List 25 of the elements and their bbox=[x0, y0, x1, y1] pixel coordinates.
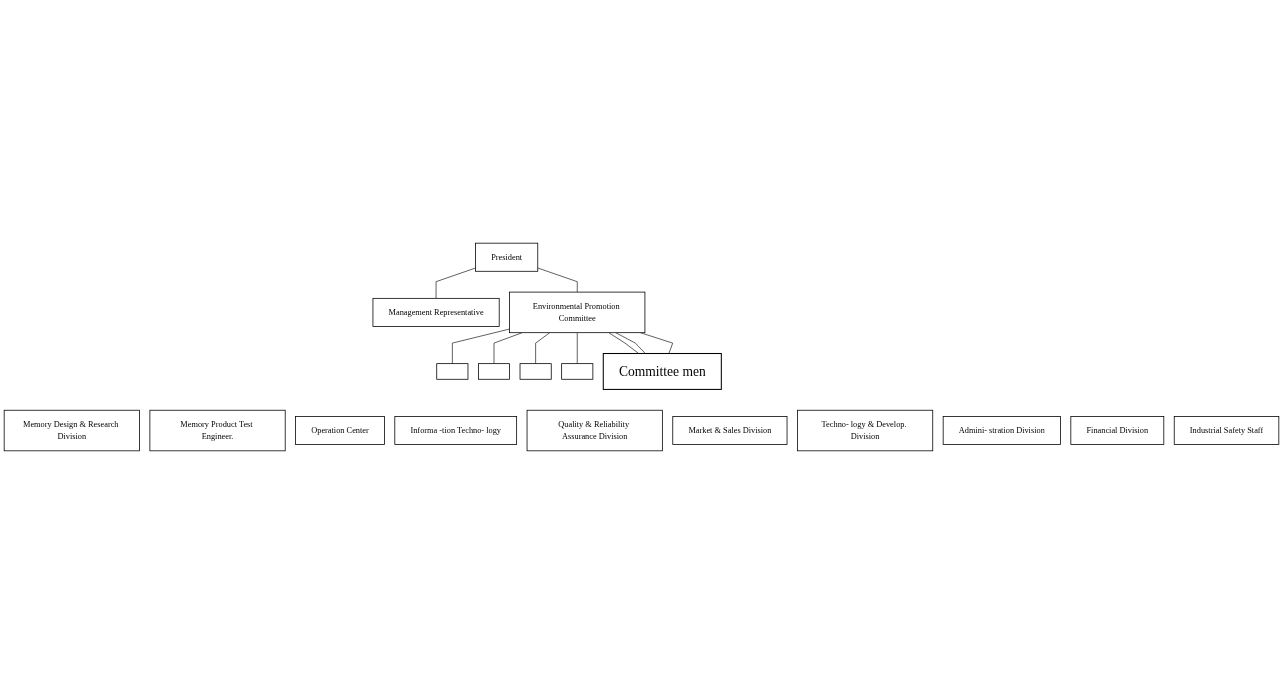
node-box bbox=[478, 363, 510, 380]
node-box: Admini- stration Division bbox=[942, 416, 1061, 445]
connector bbox=[451, 328, 510, 365]
node-box: Memory Product Test Engineer. bbox=[149, 409, 286, 452]
connector bbox=[435, 267, 476, 299]
node-box: Techno- logy & Develop. Division bbox=[797, 409, 934, 452]
node-box: Committee men bbox=[602, 353, 722, 390]
node-box: Management Representative bbox=[372, 297, 500, 327]
node-box: Industrial Safety Staff bbox=[1173, 416, 1280, 445]
connector bbox=[535, 332, 551, 365]
node-box: Quality & Reliability Assurance Division bbox=[526, 409, 663, 452]
node-box: Financial Division bbox=[1070, 416, 1165, 445]
node-box bbox=[436, 363, 469, 380]
node-box bbox=[561, 363, 594, 380]
connector bbox=[615, 332, 646, 354]
node-box: President bbox=[475, 242, 539, 272]
node-box: Memory Design & Research Division bbox=[3, 409, 140, 452]
connector bbox=[537, 267, 578, 293]
node-box: Informa -tion Techno- logy bbox=[394, 416, 518, 445]
node-box: Market & Sales Division bbox=[672, 416, 788, 445]
node-box: Operation Center bbox=[295, 416, 385, 445]
node-box: Environmental Promotion Committee bbox=[509, 291, 646, 334]
node-box bbox=[519, 363, 552, 380]
connector bbox=[576, 332, 578, 365]
connector bbox=[608, 332, 640, 354]
